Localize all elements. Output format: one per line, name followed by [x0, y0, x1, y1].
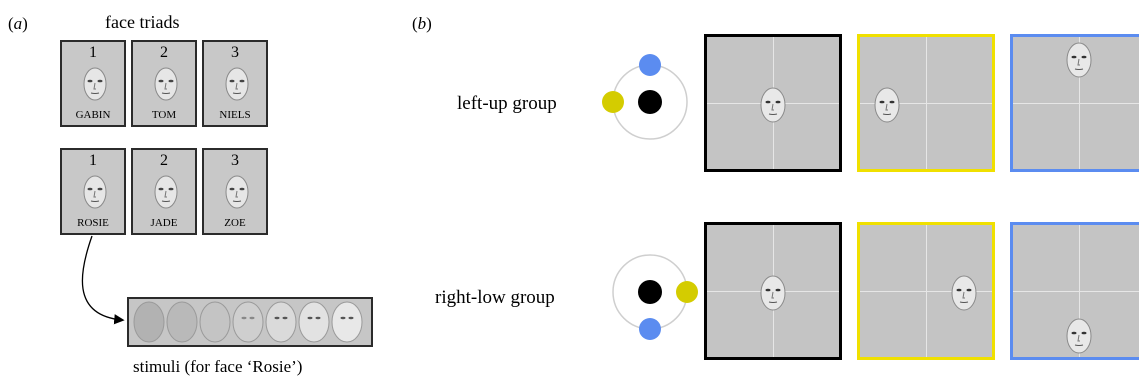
blue-dot [639, 318, 661, 340]
stimuli-morph-faces [133, 301, 363, 343]
card-name: GABIN [75, 109, 111, 121]
center-dot [638, 280, 662, 304]
right-low-position-diagram [612, 254, 698, 340]
face-card-rosie: 1 ROSIE [60, 148, 126, 235]
screen-center-black [704, 34, 842, 172]
face-icon [154, 67, 178, 101]
card-name: NIELS [219, 109, 251, 121]
screen-up-blue [1010, 34, 1139, 172]
blue-dot [639, 54, 661, 76]
face-icon [225, 67, 249, 101]
yellow-dot [676, 281, 698, 303]
face-icon [760, 87, 786, 123]
face-icon [760, 275, 786, 311]
face-card-niels: 3 NIELS [202, 40, 268, 127]
card-name: ZOE [224, 217, 246, 229]
card-number: 1 [89, 44, 97, 61]
curved-arrow [81, 235, 125, 325]
left-up-group-label: left-up group [457, 93, 557, 114]
card-name: TOM [151, 109, 177, 121]
card-name: ROSIE [77, 217, 109, 229]
screen-low-blue [1010, 222, 1139, 360]
yellow-dot [602, 91, 624, 113]
face-card-zoe: 3 ZOE [202, 148, 268, 235]
face-icon [154, 175, 178, 209]
face-icon [83, 67, 107, 101]
right-low-group-label: right-low group [435, 287, 555, 308]
card-number: 2 [160, 152, 168, 169]
face-card-jade: 2 JADE [131, 148, 197, 235]
face-icon [1066, 318, 1092, 354]
screen-right-yellow [857, 222, 995, 360]
card-number: 1 [89, 152, 97, 169]
face-icon [951, 275, 977, 311]
card-number: 3 [231, 152, 239, 169]
face-card-tom: 2 TOM [131, 40, 197, 127]
panel-a-label: (a) [8, 14, 28, 33]
face-icon [874, 87, 900, 123]
card-number: 3 [231, 44, 239, 61]
card-number: 2 [160, 44, 168, 61]
card-name: JADE [150, 217, 178, 229]
face-icon [225, 175, 249, 209]
left-up-position-diagram [602, 54, 688, 140]
face-triads-title: face triads [105, 12, 180, 32]
face-icon [1066, 42, 1092, 78]
screen-center-black [704, 222, 842, 360]
screen-left-yellow [857, 34, 995, 172]
panel-b-label: (b) [412, 14, 432, 33]
stimuli-caption: stimuli (for face ‘Rosie’) [133, 357, 303, 376]
center-dot [638, 90, 662, 114]
stimuli-strip [127, 297, 373, 347]
face-card-gabin: 1 GABIN [60, 40, 126, 127]
face-icon [83, 175, 107, 209]
